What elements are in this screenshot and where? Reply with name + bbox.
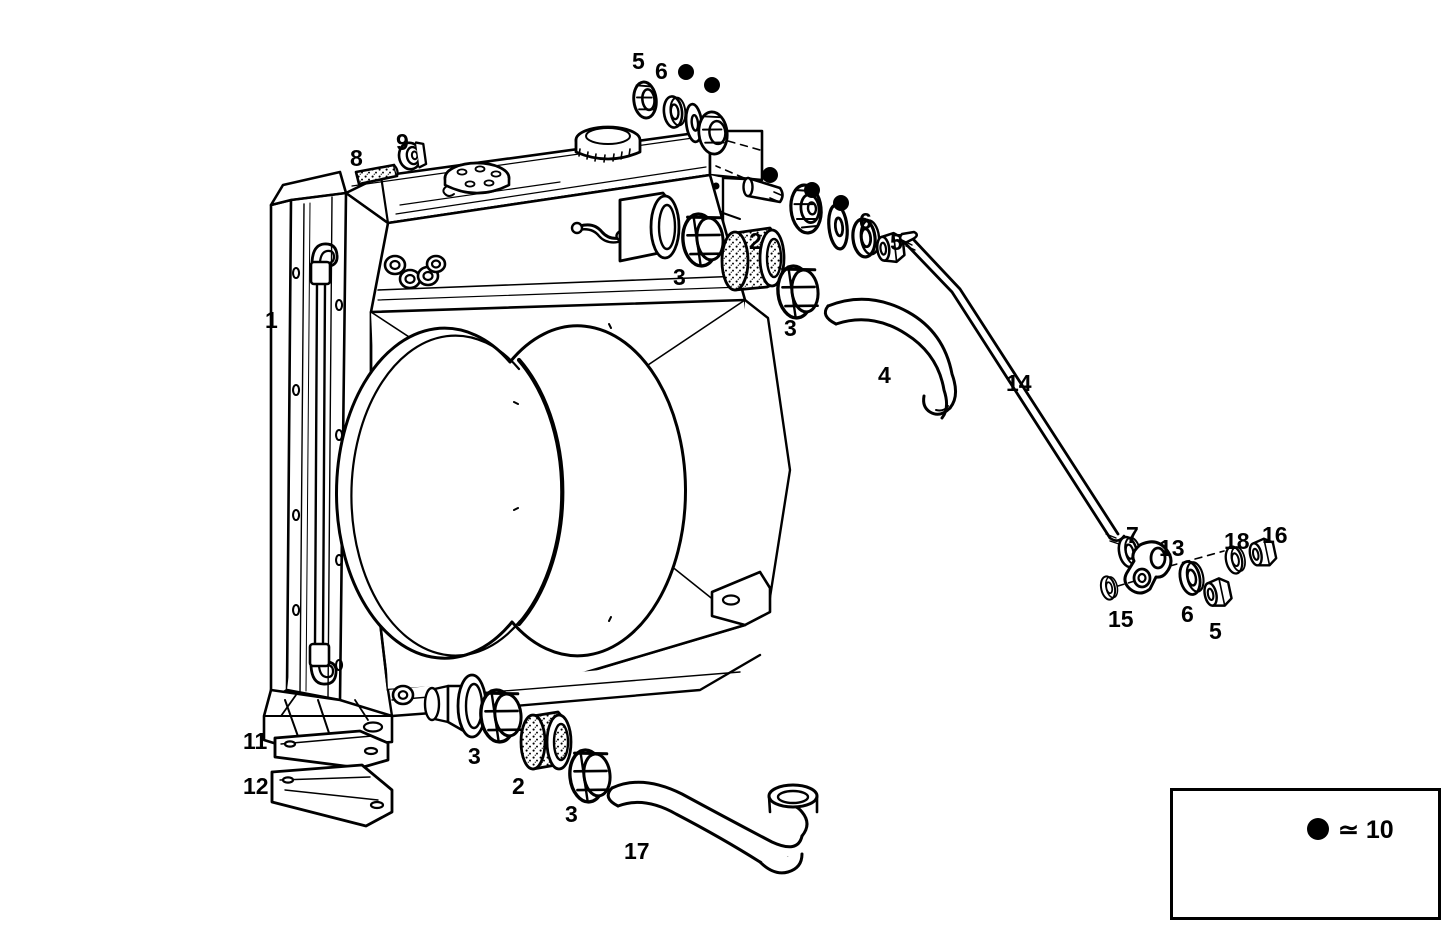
callout-13: 13 (1159, 535, 1185, 561)
legend-equals-text: ≃ 10 (1338, 816, 1394, 844)
callout-2-upper: 2 (749, 228, 762, 254)
callout-18: 18 (1224, 528, 1250, 554)
callout-6-top-left: 6 (655, 58, 668, 84)
callout-6-upper-right: 6 (859, 208, 872, 234)
callout-12: 12 (243, 773, 269, 799)
callout-3-lower-right: 3 (565, 801, 578, 827)
callout-17: 17 (624, 838, 650, 864)
callout-9: 9 (396, 129, 409, 155)
callout-16: 16 (1262, 522, 1288, 548)
callout-3-upper-left: 3 (673, 264, 686, 290)
callout-5-top-left: 5 (632, 48, 645, 74)
callout-1: 1 (265, 307, 278, 333)
callout-6-lower-right: 6 (1181, 601, 1194, 627)
callout-15: 15 (1108, 606, 1134, 632)
callout-8: 8 (350, 145, 363, 171)
callout-5-upper-right: 5 (890, 229, 903, 255)
callout-3-lower-left: 3 (468, 743, 481, 769)
callout-7: 7 (1126, 522, 1139, 548)
callout-14: 14 (1006, 370, 1032, 396)
callout-2-lower: 2 (512, 773, 525, 799)
callout-11: 11 (243, 728, 268, 754)
callout-5-lower-right: 5 (1209, 618, 1222, 644)
legend-dot-icon (1307, 818, 1329, 840)
callout-4: 4 (878, 362, 891, 388)
callout-3-upper-right: 3 (784, 315, 797, 341)
legend-box (1170, 788, 1441, 920)
